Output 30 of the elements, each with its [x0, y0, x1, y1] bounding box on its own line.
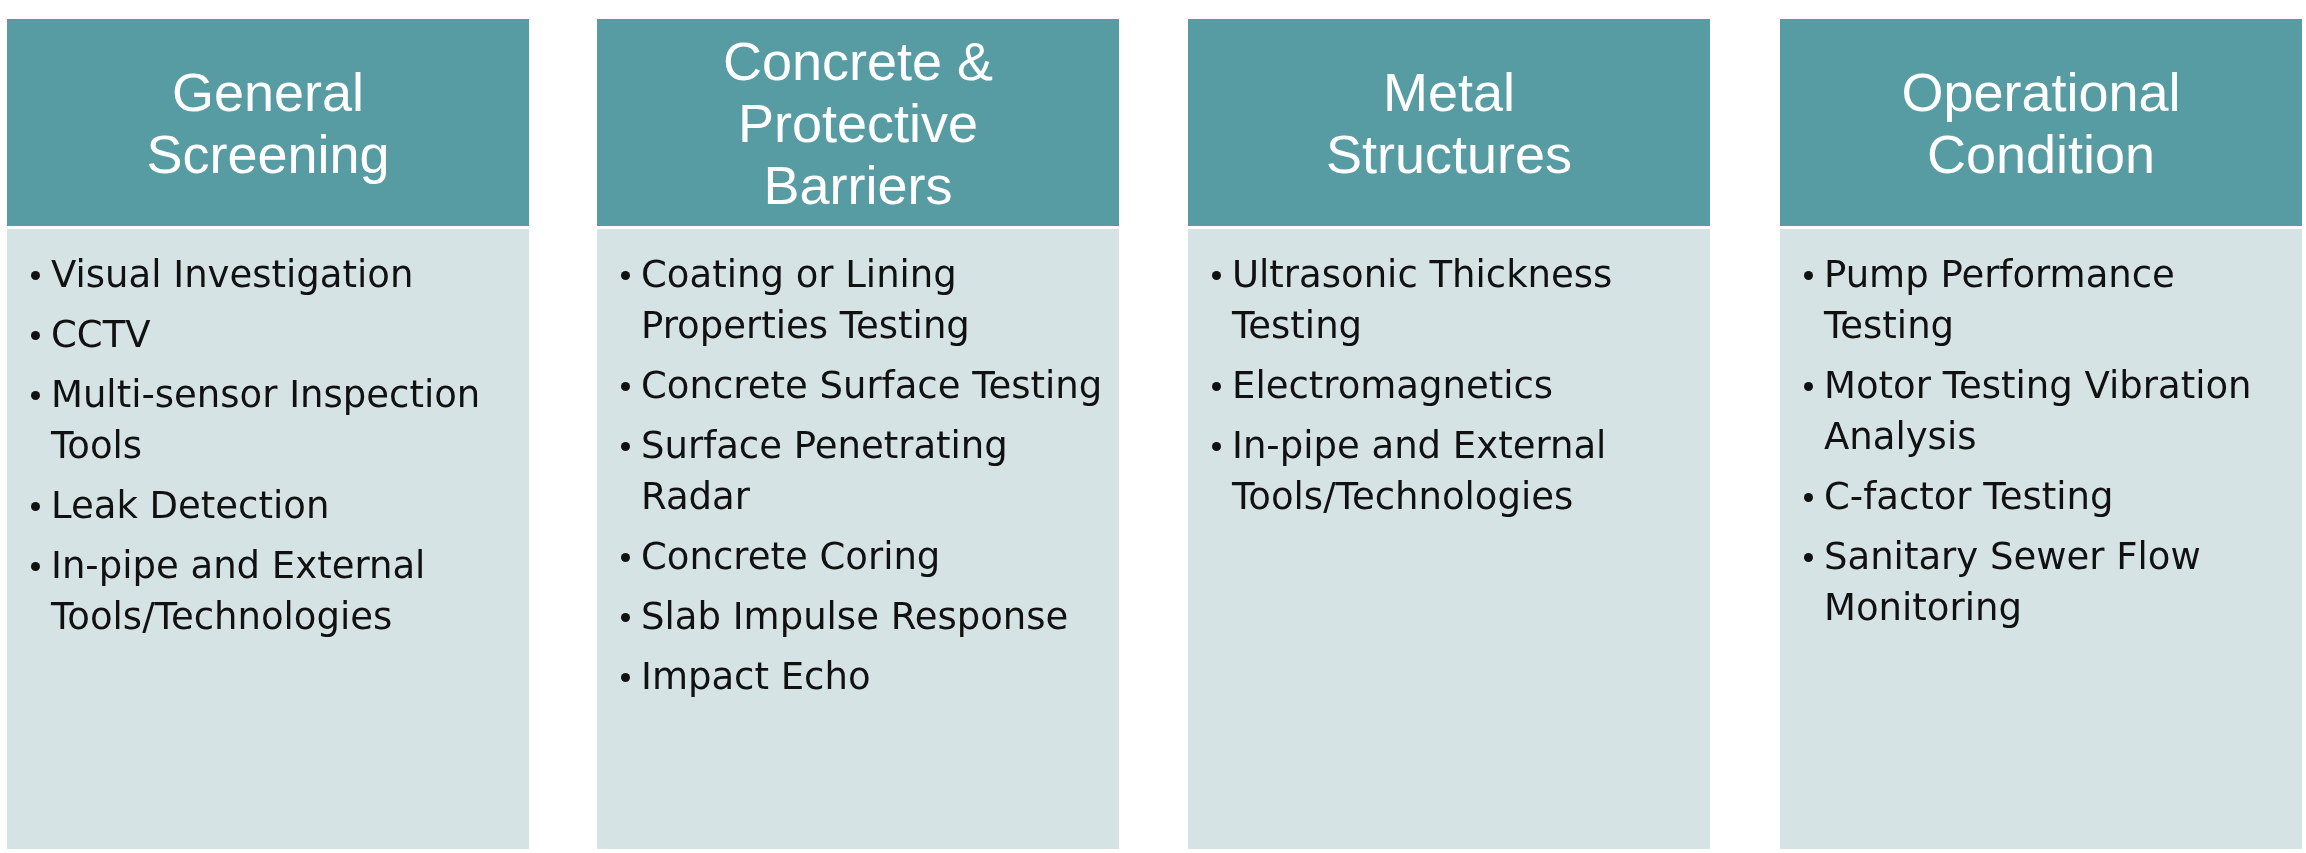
item-text: Multi-sensor Inspection Tools — [51, 373, 481, 467]
category-panel — [1188, 229, 1710, 849]
header-title: Operational Condition — [1900, 60, 2182, 185]
category-panel — [7, 229, 529, 849]
item-text: Impact Echo — [641, 655, 871, 698]
item-text: In-pipe and External Tools/Technologies — [1232, 424, 1607, 518]
category-header — [7, 19, 529, 226]
item-text: Electromagnetics — [1232, 364, 1554, 407]
item-text: Slab Impulse Response — [641, 595, 1069, 638]
category-panel — [597, 229, 1119, 849]
item-text: Coating or Lining Properties Testing — [641, 253, 970, 347]
header-title: Metal Structures — [1324, 60, 1574, 185]
item-text: Ultrasonic Thickness Testing — [1232, 253, 1613, 347]
item-text: Visual Investigation — [51, 253, 414, 296]
item-text: Concrete Surface Testing — [641, 364, 1103, 407]
header-title: Concrete & Protective Barriers — [721, 29, 995, 216]
header-title: General Screening — [145, 60, 391, 185]
category-header — [1188, 19, 1710, 226]
category-header — [597, 19, 1119, 226]
item-text: Sanitary Sewer Flow Monitoring — [1824, 535, 2201, 629]
item-text: In-pipe and External Tools/Technologies — [51, 544, 426, 638]
item-text: C-factor Testing — [1824, 475, 2114, 518]
item-text: Motor Testing Vibration Analysis — [1824, 364, 2252, 458]
item-text: Surface Penetrating Radar — [641, 424, 1008, 518]
category-header — [1780, 19, 2302, 226]
item-text: Leak Detection — [51, 484, 330, 527]
item-text: Pump Performance Testing — [1824, 253, 2175, 347]
item-text: CCTV — [51, 313, 151, 356]
category-panel — [1780, 229, 2302, 849]
item-text: Concrete Coring — [641, 535, 941, 578]
